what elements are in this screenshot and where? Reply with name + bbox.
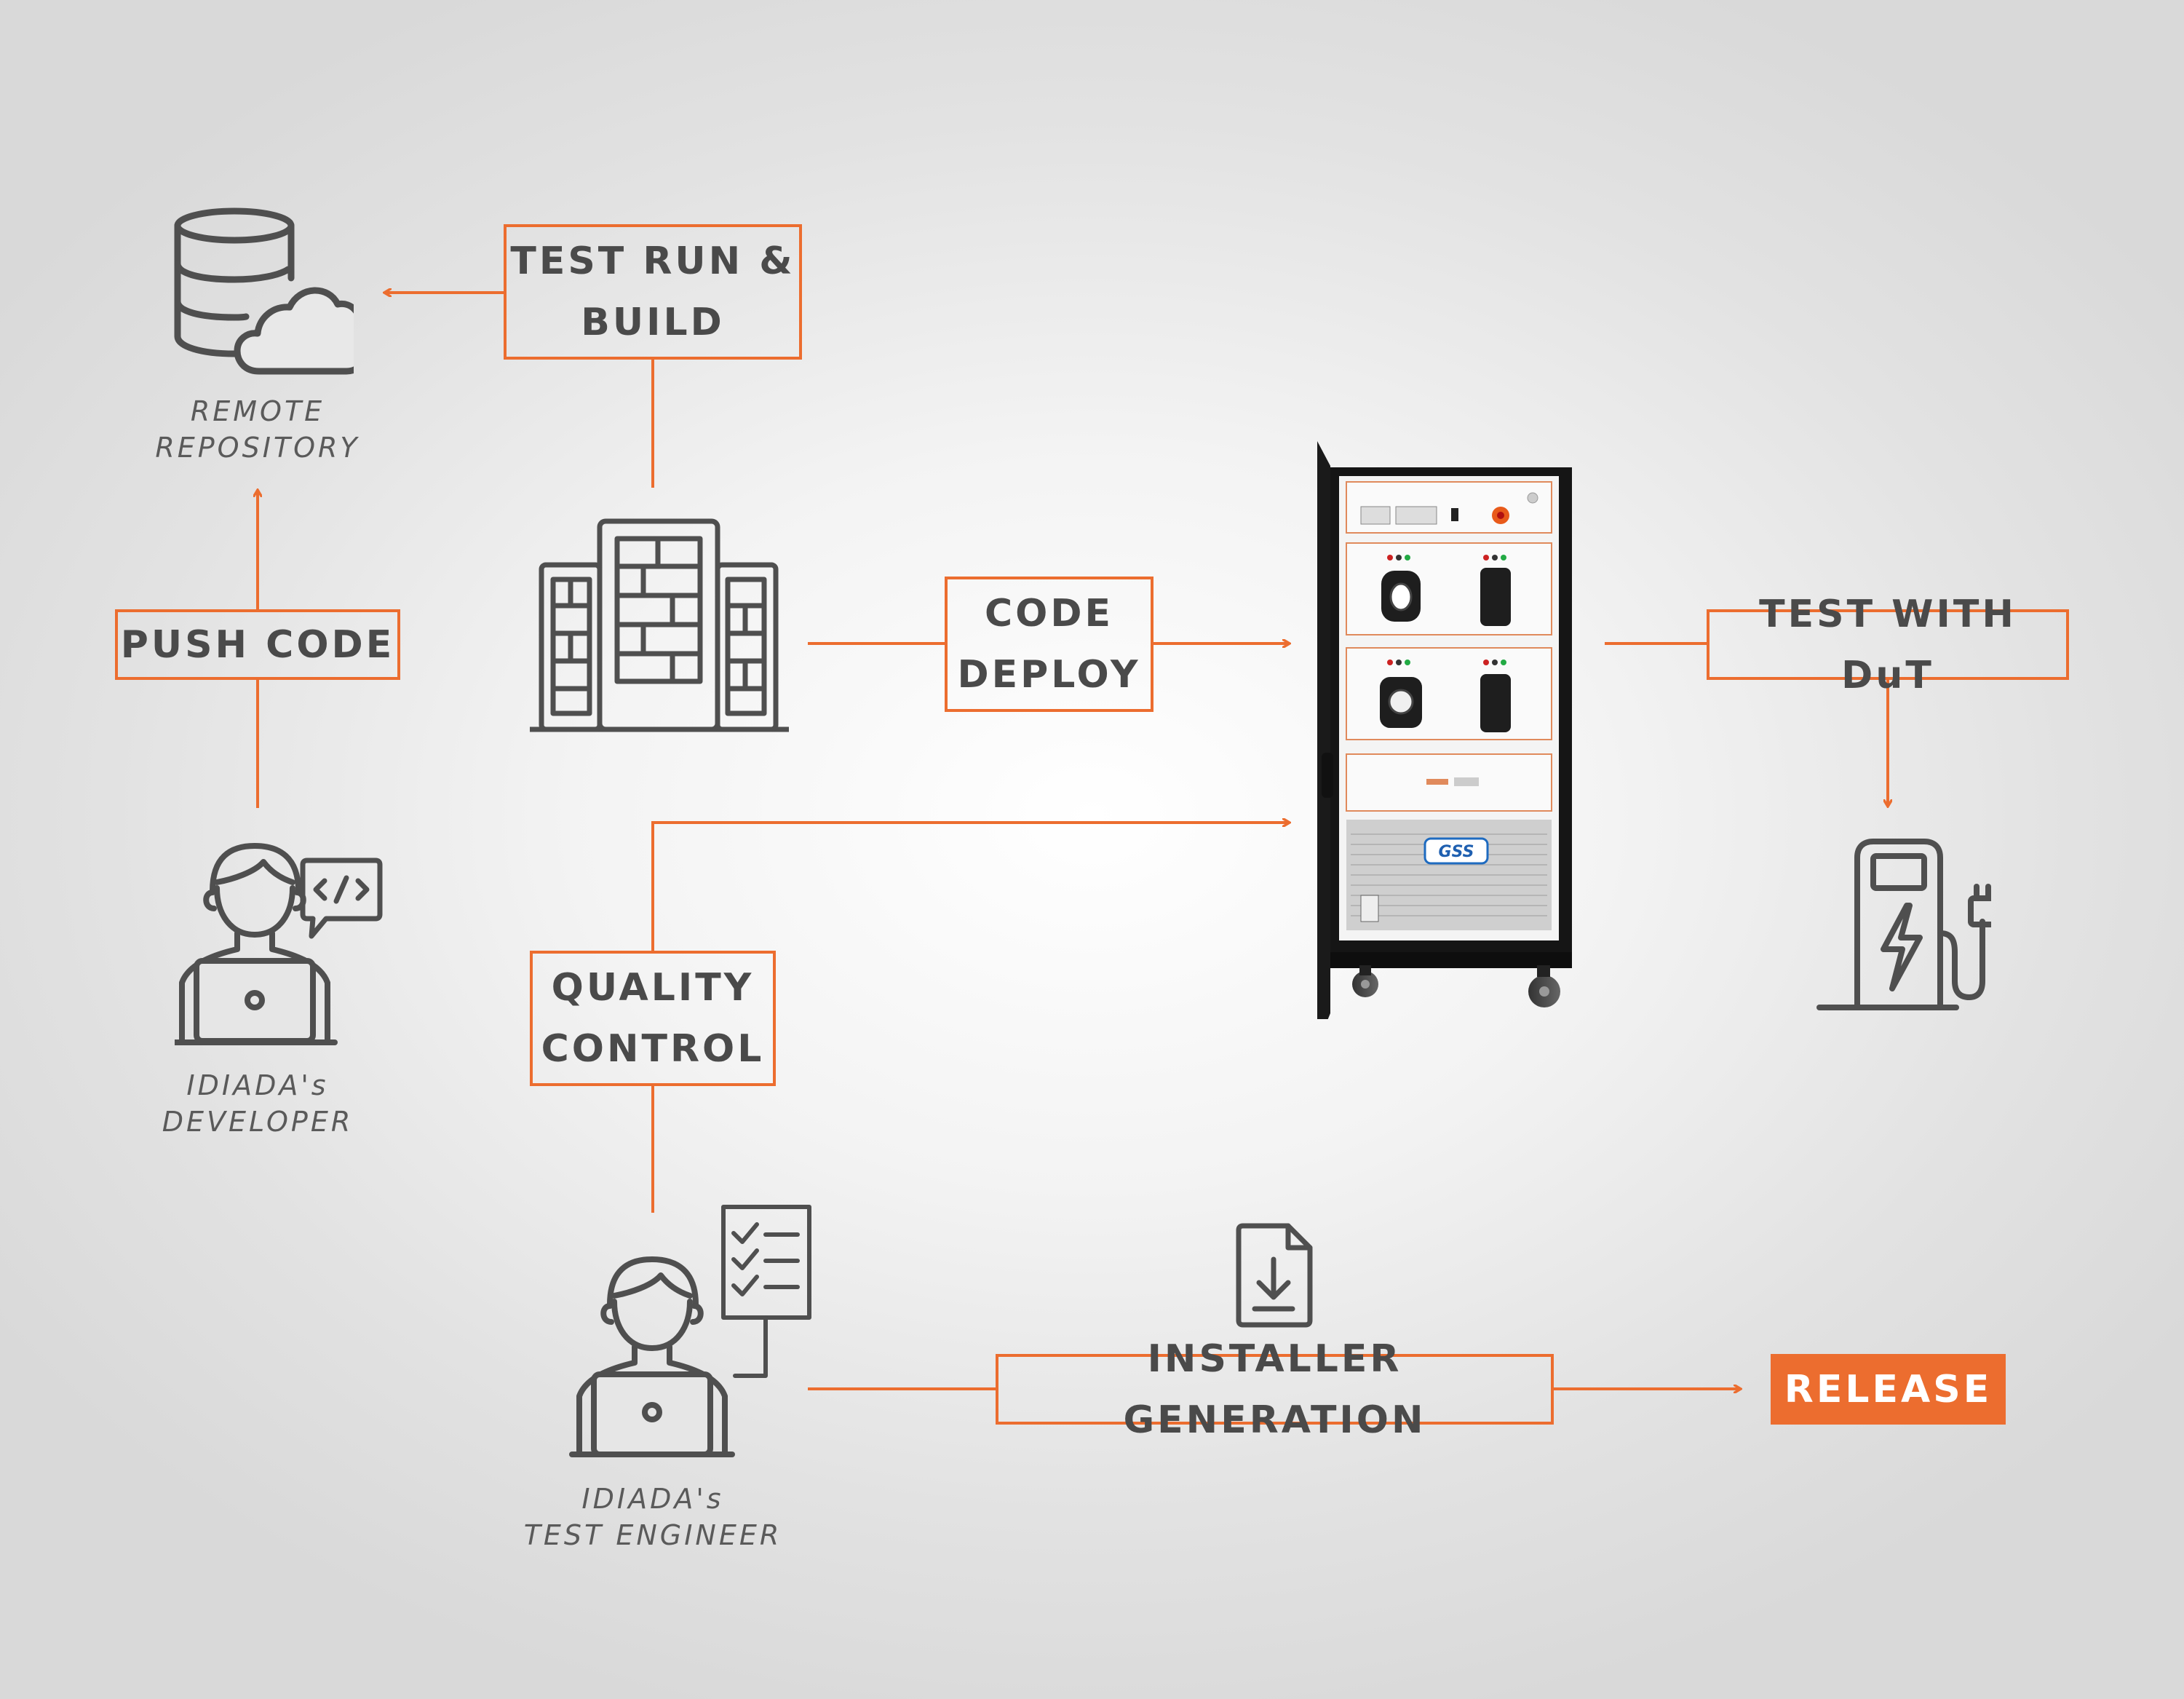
test-engineer-caption: IDIADA's TEST ENGINEER [523,1483,782,1551]
test-with-dut-box: TEST WITH DuT [1707,593,2069,697]
checklist-icon [721,1205,811,1378]
test-run-build-box: TEST RUN & BUILD [504,224,802,360]
installer-generation-box: INSTALLER GENERATION [996,1337,1554,1442]
building-icon [530,518,789,732]
code-deploy-box: CODE DEPLOY [945,577,1153,712]
download-file-icon [1236,1223,1313,1328]
developer-caption: IDIADA's DEVELOPER [162,1069,354,1138]
test-cabinet-image: GSS [1317,441,1572,1019]
quality-control-line1: QUALITY [551,966,755,1010]
code-bubble-icon [300,858,383,939]
quality-control-line2: CONTROL [541,1027,765,1071]
test-run-build-line2: BUILD [581,301,725,344]
ev-charger-icon [1816,839,1991,1010]
release-label: RELEASE [1784,1367,1993,1411]
quality-control-box: QUALITY CONTROL [530,951,776,1086]
code-deploy-line1: CODE [984,592,1114,635]
test-engineer-icon [569,1256,735,1457]
release-badge: RELEASE [1771,1354,2006,1425]
push-code-box: PUSH CODE [115,609,400,680]
test-with-dut-label: TEST WITH DuT [1759,592,2017,697]
test-run-build-line1: TEST RUN & [510,239,795,283]
push-code-label: PUSH CODE [120,622,395,667]
equipment-brand-label: GSS [1439,843,1474,861]
code-deploy-line2: DEPLOY [957,653,1141,697]
installer-generation-label: INSTALLER GENERATION [1123,1336,1426,1442]
database-cloud-icon [174,207,354,375]
developer-laptop-icon [175,843,338,1045]
arrow-qc-to-cabinet [651,823,1290,951]
remote-repository-caption: REMOTE REPOSITORY [155,395,360,464]
